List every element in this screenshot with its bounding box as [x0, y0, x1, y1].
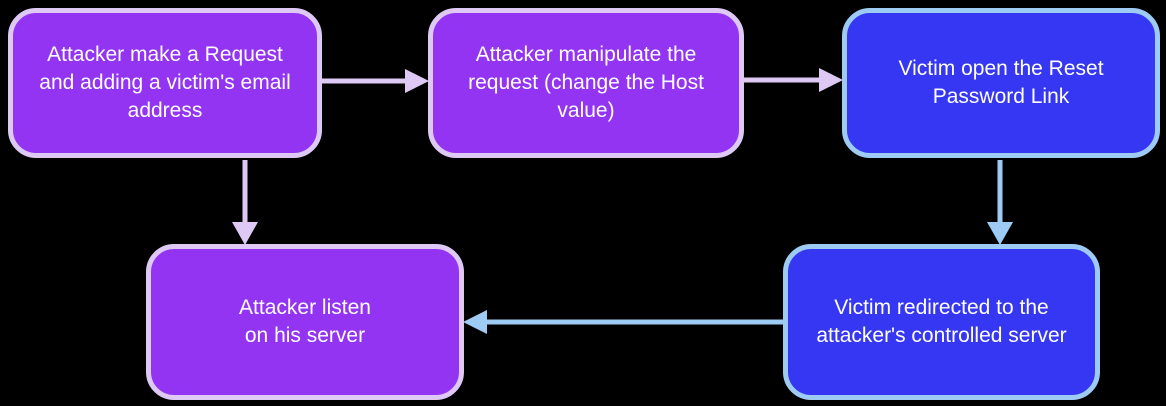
node-victim-open-link: Victim open the Reset Password Link	[842, 8, 1160, 158]
node-attacker-manipulate: Attacker manipulate the request (change …	[428, 8, 744, 158]
node-label: Attacker make a Request and adding a vic…	[39, 43, 291, 122]
node-label: Victim redirected to the attacker's cont…	[816, 296, 1067, 347]
node-victim-redirected: Victim redirected to the attacker's cont…	[783, 244, 1100, 400]
arrow-head-down-icon	[987, 222, 1013, 245]
arrow-head-right-icon	[405, 69, 429, 93]
arrow-open-link-to-redirected	[987, 160, 1013, 245]
arrow-head-down-icon	[232, 222, 258, 245]
node-attacker-request: Attacker make a Request and adding a vic…	[8, 8, 322, 158]
arrow-head-right-icon	[819, 68, 843, 92]
arrow-redirected-to-listen	[463, 310, 783, 334]
node-label: Attacker listen on his server	[239, 296, 371, 347]
node-label: Victim open the Reset Password Link	[898, 57, 1104, 108]
arrow-request-to-manipulate	[322, 69, 429, 93]
arrow-manipulate-to-open-link	[744, 68, 843, 92]
arrow-request-to-listen	[232, 160, 258, 245]
node-attacker-listen: Attacker listen on his server	[146, 244, 464, 400]
arrow-head-left-icon	[463, 310, 487, 334]
node-label: Attacker manipulate the request (change …	[468, 43, 704, 122]
